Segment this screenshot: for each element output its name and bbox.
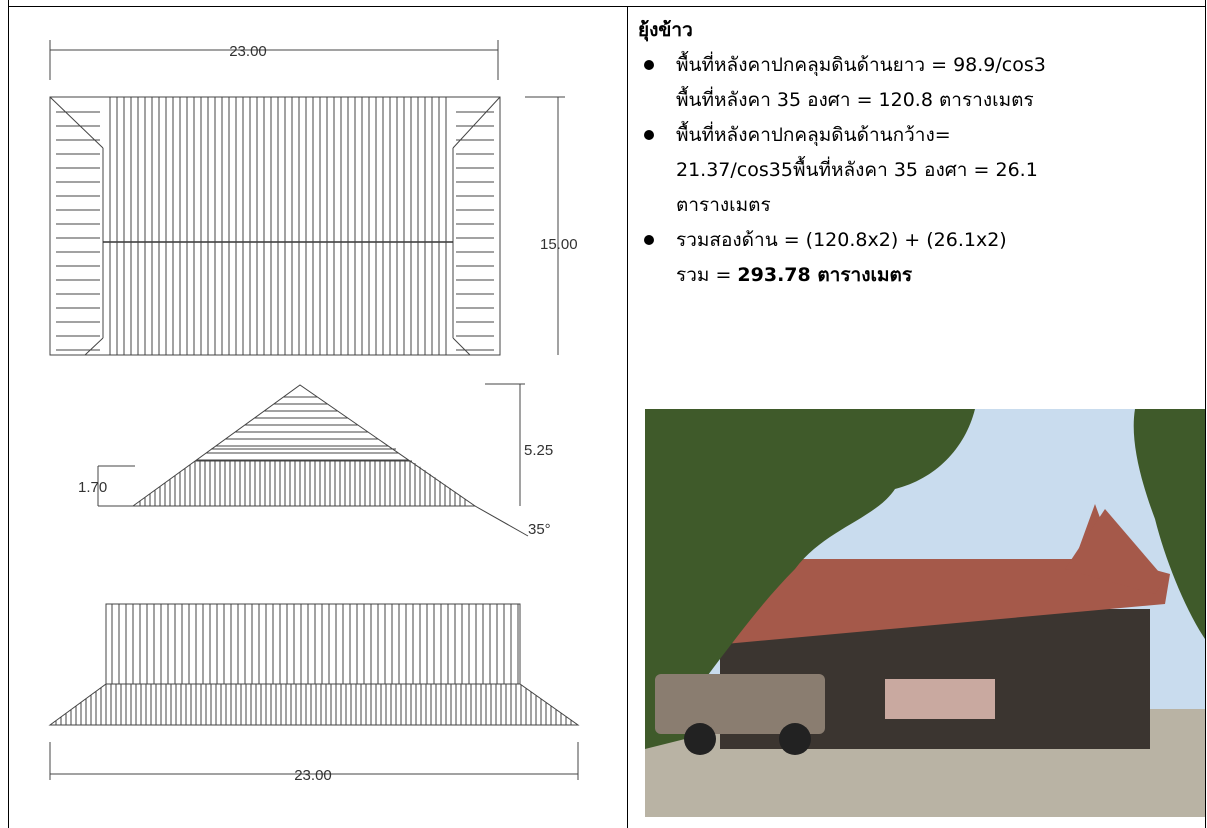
- roof-section-view: [97, 383, 529, 537]
- roof-drawing: 23.00 15.00 5.25 1.70 35° 23.00: [48, 40, 580, 784]
- section-eave-dimension: 1.70: [78, 479, 107, 496]
- bullet-item: รวมสองด้าน = (120.8x2) + (26.1x2) รวม = …: [638, 223, 1198, 293]
- plan-width-dimension: 23.00: [229, 43, 267, 60]
- bullet-line: ตารางเมตร: [676, 194, 771, 216]
- bullet-line: พื้นที่หลังคาปกคลุมดินด้านกว้าง=: [676, 124, 951, 146]
- bullet-line: พื้นที่หลังคา 35 องศา = 120.8 ตารางเมตร: [676, 89, 1034, 111]
- bullet-dot-icon: [644, 235, 654, 245]
- bullet-item: พื้นที่หลังคาปกคลุมดินด้านยาว = 98.9/cos…: [638, 48, 1198, 118]
- total-value: 293.78 ตารางเมตร: [737, 264, 913, 286]
- section-angle-dimension: 35°: [528, 521, 551, 538]
- bullet-line: 21.37/cos35พื้นที่หลังคา 35 องศา = 26.1: [676, 159, 1038, 181]
- granary-photo: [645, 409, 1205, 817]
- document-frame: [8, 0, 1206, 828]
- roof-plan-view: [49, 40, 565, 356]
- roof-plan-hatch: [56, 97, 494, 355]
- total-line: รวม = 293.78 ตารางเมตร: [676, 258, 1198, 293]
- description-panel: ยุ้งข้าว พื้นที่หลังคาปกคลุมดินด้านยาว =…: [638, 14, 1198, 293]
- section-upper-hatch: [196, 396, 409, 461]
- bullet-item: พื้นที่หลังคาปกคลุมดินด้านกว้าง= 21.37/c…: [638, 118, 1198, 223]
- plan-depth-dimension: 15.00: [540, 236, 578, 253]
- bullet-dot-icon: [644, 60, 654, 70]
- total-label: รวม =: [676, 264, 738, 286]
- bullet-line: พื้นที่หลังคาปกคลุมดินด้านยาว = 98.9/cos…: [676, 54, 1046, 76]
- elevation-hatch: [55, 604, 572, 725]
- section-lower-hatch: [139, 461, 466, 506]
- column-divider: [627, 6, 628, 828]
- section-height-dimension: 5.25: [524, 442, 553, 459]
- bullet-dot-icon: [644, 130, 654, 140]
- table-top-border: [8, 6, 1206, 7]
- panel-heading: ยุ้งข้าว: [638, 19, 693, 41]
- elevation-width-dimension: 23.00: [294, 767, 332, 784]
- bullet-line: รวมสองด้าน = (120.8x2) + (26.1x2): [676, 229, 1007, 251]
- roof-elevation-view: [48, 603, 580, 780]
